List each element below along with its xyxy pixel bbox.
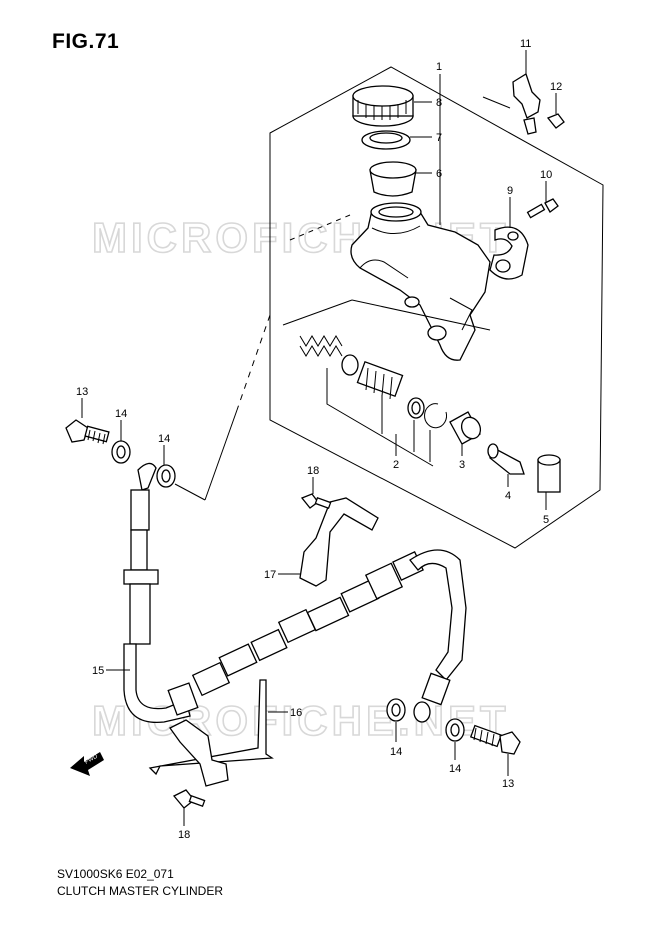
callout-1: 1 [436,61,442,73]
callout-18-upper: 18 [307,465,319,477]
push-rod-boot-seat [449,411,482,445]
clamp [489,226,529,280]
callout-17: 17 [264,569,276,581]
leader-body [351,299,491,331]
clamp-bolt [526,198,559,219]
seal-ring [407,397,425,419]
banjo-bolt-lower [469,724,521,755]
callout-14-d: 14 [449,763,461,775]
extension-line [204,409,238,501]
callout-4: 4 [505,490,511,502]
extension-line [174,483,206,501]
extension-line [289,214,351,241]
reservoir-cap [352,85,414,127]
leader-body-left [282,299,353,326]
circlip [424,403,448,429]
callout-18-lower: 18 [178,829,190,841]
callout-11: 11 [520,38,531,50]
callout-5: 5 [543,514,549,526]
callout-10: 10 [540,169,552,181]
callout-13-lower: 13 [502,778,514,790]
leader-piston-kit [326,368,434,467]
callout-6: 6 [436,168,442,180]
callout-8: 8 [436,97,442,109]
callout-15: 15 [92,665,104,677]
clutch-hose [123,462,467,724]
figure-caption: CLUTCH MASTER CYLINDER [57,884,224,898]
fwd-arrow-icon: FWD [70,752,104,776]
piston-spring [299,335,359,376]
switch-bracket [512,73,541,135]
bracket-bolt-upper [300,493,332,510]
hose-clamp-bracket [299,497,379,587]
bracket-bolt-lower [172,789,206,809]
push-rod [487,443,525,475]
diaphragm-plate [361,130,411,150]
extension-line [236,314,271,411]
piston-kit [356,360,404,400]
callout-14-b: 14 [158,433,170,445]
boot [537,454,561,493]
bracket-line [482,96,511,109]
hose-guide [148,679,274,787]
washer-upper-1 [111,440,131,464]
diaphragm [369,161,417,197]
banjo-bolt-upper [65,419,110,445]
washer-lower-1 [386,698,406,722]
callout-12: 12 [550,81,562,93]
callout-7: 7 [436,132,442,144]
callout-14-a: 14 [115,408,127,420]
figure-code: SV1000SK6 E02_071 [57,867,174,881]
callout-9: 9 [507,185,513,197]
bracket-screw [546,113,565,129]
assembly-box [269,66,604,549]
callout-14-c: 14 [390,746,402,758]
figure-title: FIG.71 [52,30,120,53]
callout-2: 2 [393,459,399,471]
washer-lower-2 [445,718,465,742]
callout-3: 3 [459,459,465,471]
callout-13-upper: 13 [76,386,88,398]
callout-16: 16 [290,707,302,719]
washer-upper-2 [156,464,176,488]
